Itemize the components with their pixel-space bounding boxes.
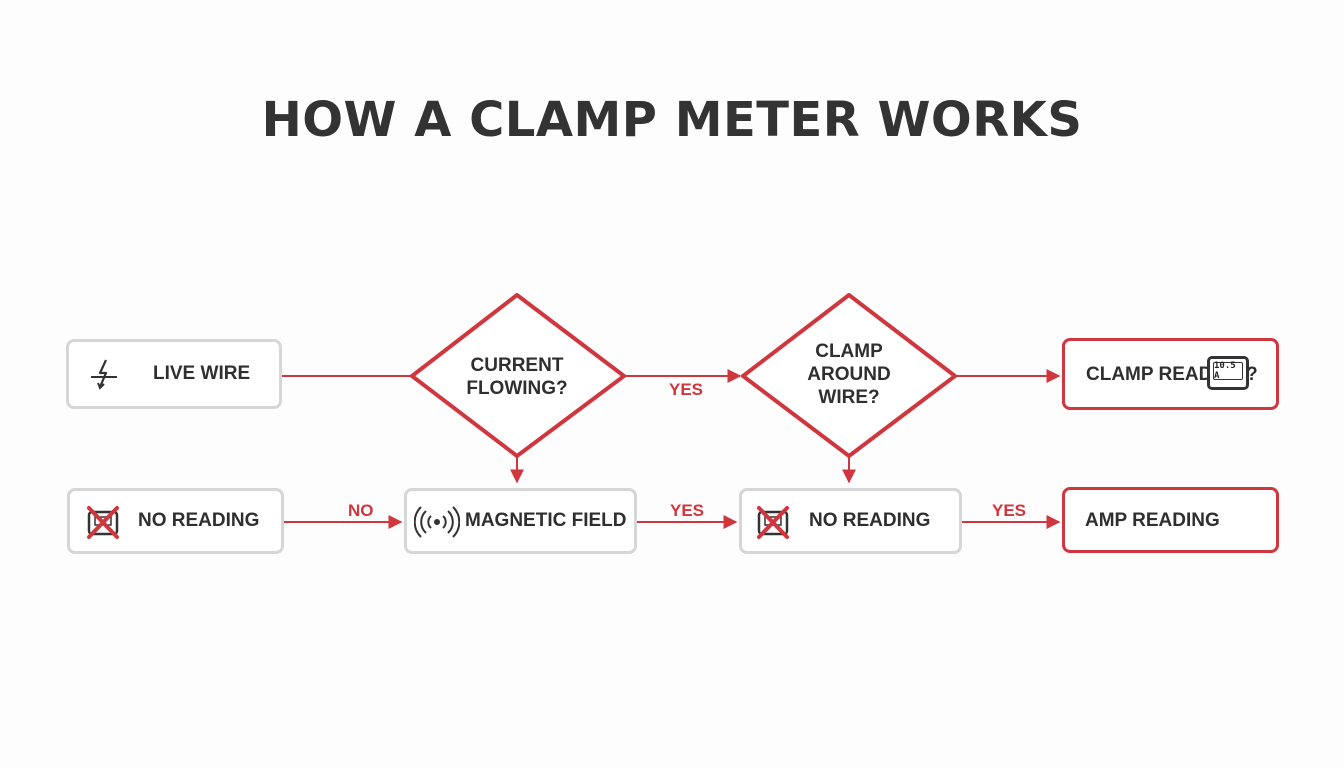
node-magnetic-field: MAGNETIC FIELD [404, 488, 637, 554]
edge-label-no: NO [348, 501, 374, 520]
edge-label-yes: YES [670, 501, 705, 520]
page-title: HOW A CLAMP METER WORKS [261, 92, 1083, 148]
crossed-out-meter-icon [757, 506, 789, 539]
edge-label-yes: YES [669, 380, 704, 399]
decision-label-current: CURRENT FLOWING? [466, 355, 568, 399]
lightning-bolt-icon [91, 359, 117, 390]
node-label: MAGNETIC FIELD [465, 510, 627, 531]
node-no-reading-1: NO READING [67, 488, 284, 554]
edge-label-yes: YES [992, 501, 1027, 520]
digital-meter-icon: 10.5 A [1207, 356, 1249, 390]
node-label: AMP READING [1085, 509, 1220, 531]
node-label: NO READING [138, 510, 260, 531]
magnetic-waves-icon [414, 506, 460, 538]
meter-value: 10.5 A [1213, 361, 1243, 381]
node-live-wire: LIVE WIRE [66, 339, 282, 409]
node-no-reading-2: NO READING [739, 488, 962, 554]
node-label: NO READING [809, 510, 931, 531]
node-label: LIVE WIRE [153, 363, 251, 384]
decision-label-clamp: CLAMP AROUND WIRE? [807, 341, 891, 408]
node-amp-reading: AMP READING [1062, 487, 1279, 553]
crossed-out-meter-icon [87, 506, 119, 539]
